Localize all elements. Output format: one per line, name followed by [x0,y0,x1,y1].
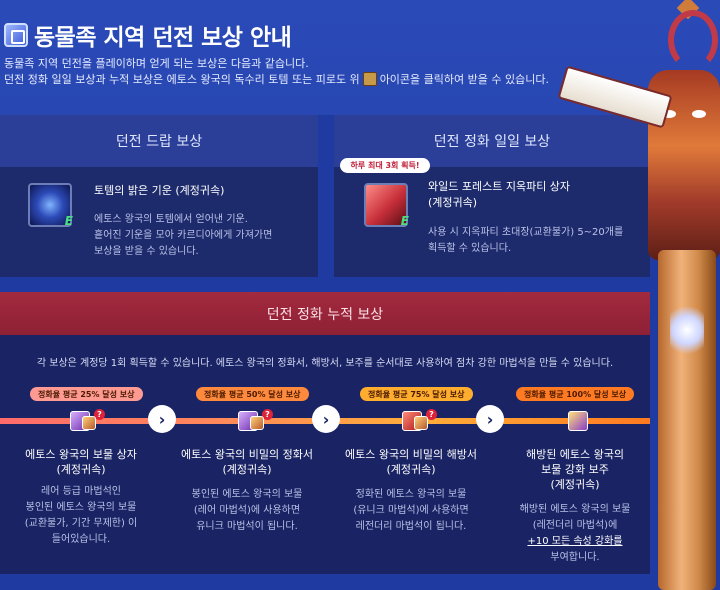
account-bound-icon: E [400,214,409,228]
cube-icon [4,23,28,47]
stage-1-badge: 정화율 평균 25% 달성 보상 [30,387,143,401]
next-arrow-icon: › [476,405,504,433]
stage-1-desc: 레어 등급 마법석인 봉인된 에토스 왕국의 보물 (교환불가, 기간 무제한)… [24,486,138,545]
stage-3-title: 에토스 왕국의 비밀의 해방서 (계정귀속) [345,448,477,476]
stage-4-desc: 해방된 에토스 왕국의 보물 (레전더리 마법석)에 +10 모든 속성 강화를… [519,504,631,563]
totem-eye [662,110,676,118]
cumulative-reward-section: 던전 정화 누적 보상 각 보상은 계정당 1회 획득할 수 있습니다. 에토스… [0,292,650,574]
next-arrow-icon: › [148,405,176,433]
daily-item-desc: 사용 시 지옥파티 초대장(교환불가) 5~20개를 획득할 수 있습니다. [428,227,624,254]
treasure-gold-icon [414,416,428,430]
stage-2-desc: 봉인된 에토스 왕국의 보물 (레어 마법석)에 사용하면 유니크 마법석이 됩… [191,489,303,532]
intro-line-1: 동물족 지역 던전을 플레이하며 얻게 되는 보상은 다음과 같습니다. [4,57,309,70]
page-title: 동물족 지역 던전 보상 안내 [34,25,292,51]
stage-2-title: 에토스 왕국의 비밀의 정화서 (계정귀속) [181,448,313,476]
header-area: 동물족 지역 던전 보상 안내 동물족 지역 던전을 플레이하며 얻게 되는 보… [0,0,720,115]
next-arrow-icon: › [312,405,340,433]
totem-head [648,70,720,260]
help-icon[interactable]: ? [94,409,105,420]
title-row: 동물족 지역 던전 보상 안내 [4,18,292,52]
stage-2-badge: 정화율 평균 50% 달성 보상 [196,387,309,401]
drop-reward-heading: 던전 드랍 보상 [0,115,318,167]
daily-item-name: 와일드 포레스트 지옥파티 상자 (계정귀속) [428,180,571,209]
help-icon[interactable]: ? [426,409,437,420]
cumulative-note: 각 보상은 계정당 1회 획득할 수 있습니다. 에토스 왕국의 정화서, 해방… [36,358,614,369]
totem-icon[interactable] [362,72,377,86]
drop-item-name: 토템의 밝은 기운 (계정귀속) [94,184,225,197]
intro-line-2: 던전 정화 일일 보상과 누적 보상은 에토스 왕국의 독수리 토템 또는 피로… [4,72,549,86]
help-icon[interactable]: ? [262,409,273,420]
treasure-gold-icon [250,416,264,430]
cumulative-reward-heading: 던전 정화 누적 보상 [0,292,650,335]
party-box-icon[interactable]: E [364,183,409,228]
drop-item-desc: 에토스 왕국의 토템에서 얻어낸 기운. 흩어진 기운을 모아 카르디아에게 가… [94,214,273,257]
totem-eye [692,110,706,118]
stage-1-title: 에토스 왕국의 보물 상자 (계정귀속) [25,448,137,476]
stage-3-badge: 정화율 평균 75% 달성 보상 [360,387,473,401]
drop-reward-panel: 던전 드랍 보상 E 토템의 밝은 기운 (계정귀속) 에토스 왕국의 토템에서… [0,115,318,277]
treasure-gold-icon [82,416,96,430]
intro-text: 동물족 지역 던전을 플레이하며 얻게 되는 보상은 다음과 같습니다. 던전 … [4,56,549,88]
totem-crown [640,0,720,70]
daily-reward-panel: 던전 정화 일일 보상 E 와일드 포레스트 지옥파티 상자 (계정귀속) 사용… [334,115,650,277]
stage-4-title: 해방된 에토스 왕국의 보물 강화 보주 (계정귀속) [525,448,625,491]
stage-3-desc: 정화된 에토스 왕국의 보물 (유니크 마법석)에 사용하면 레전더리 마법석이… [353,489,469,532]
stage-4-badge: 정화율 평균 100% 달성 보상 [516,387,635,401]
totem-emblem [670,300,704,360]
account-bound-icon: E [64,214,73,228]
eagle-totem-illustration [557,0,720,590]
enhance-orb-icon[interactable] [568,411,588,431]
totem-energy-icon[interactable]: E [28,183,73,228]
daily-limit-badge: 하루 최대 3회 획득! [340,158,430,173]
